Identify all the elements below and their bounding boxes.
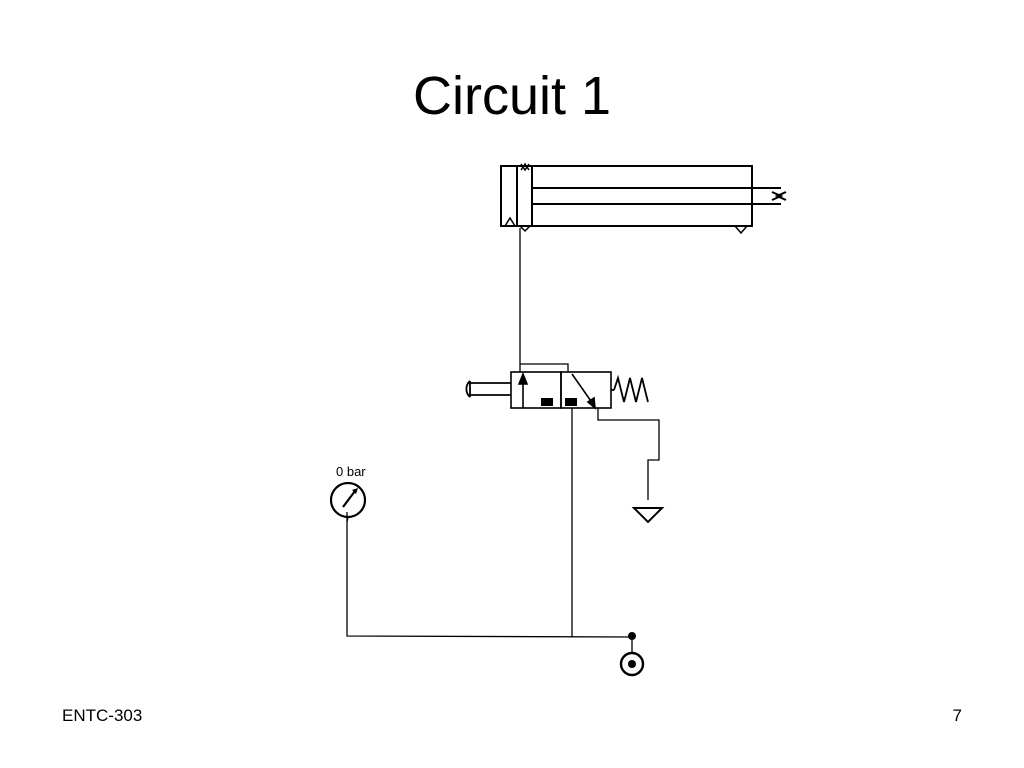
supply-line: [346, 408, 633, 652]
pushbutton-actuator-icon: [465, 380, 511, 398]
exhaust-line: [597, 408, 660, 500]
slide-title: Circuit 1: [412, 66, 612, 126]
exhaust-port-icon: [631, 507, 665, 524]
footer-course-code: ENTC-303: [62, 706, 143, 725]
spring-icon: [611, 374, 649, 403]
valve-3-2-pushbutton-spring-return-icon: [510, 371, 612, 410]
gauge-reading: 0 bar: [336, 464, 366, 479]
supply-line-to-cylinder: [519, 228, 569, 372]
pressure-source-icon: [619, 632, 645, 677]
pressure-gauge-icon: [329, 481, 367, 523]
footer-page-number: 7: [952, 706, 962, 725]
double-acting-cylinder-icon: [500, 162, 787, 235]
